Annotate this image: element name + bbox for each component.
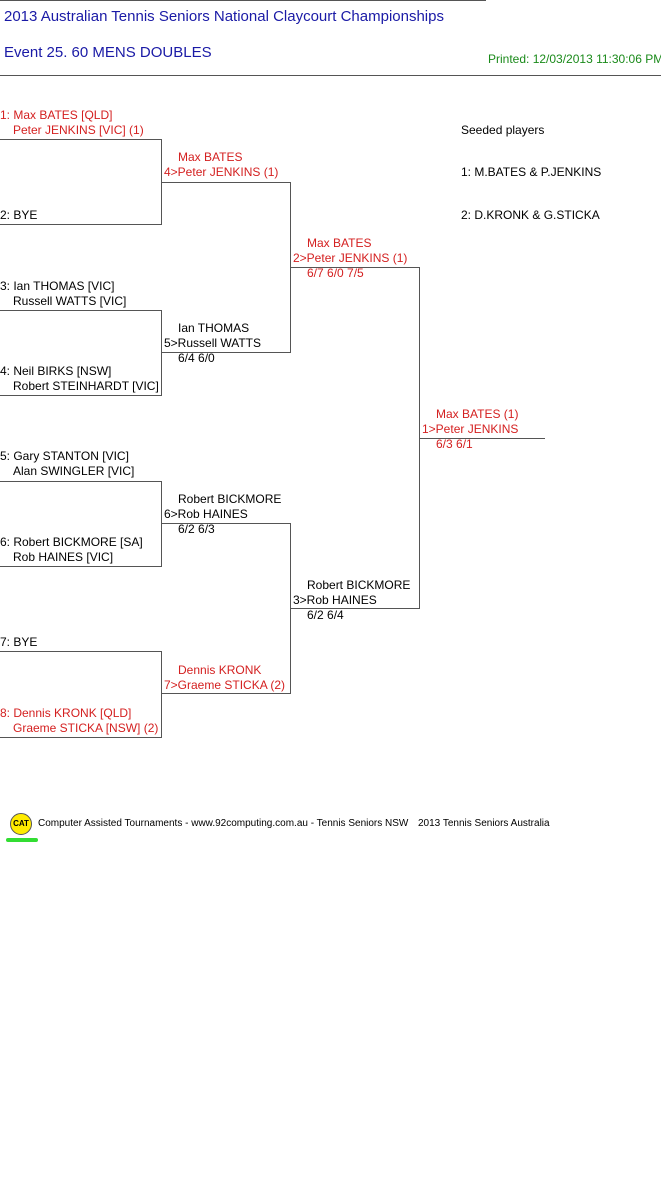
header-rule [0, 75, 661, 76]
r2-line-4 [161, 693, 290, 694]
page-title: 2013 Australian Tennis Seniors National … [4, 8, 444, 25]
r2-line-3 [161, 523, 290, 524]
r3-match-1-line1: Max BATES [307, 236, 372, 250]
r3-match-1-score: 6/7 6/0 7/5 [307, 266, 364, 280]
r2-match-2-line2: 5>Russell WATTS [164, 336, 262, 350]
r1-connector-3 [161, 481, 162, 567]
r2-match-3-line1: Robert BICKMORE [178, 492, 282, 506]
r2-match-4-line2: 7>Graeme STICKA (2) [164, 678, 286, 692]
r1-connector-4 [161, 651, 162, 738]
r2-match-2-score: 6/4 6/0 [178, 351, 215, 365]
r2-line-1 [161, 182, 290, 183]
entry-3-line1: 3: Ian THOMAS [VIC] [0, 279, 115, 293]
entry-4-line [0, 395, 161, 396]
r3-line-2 [290, 608, 419, 609]
entry-4-line2: Robert STEINHARDT [VIC] [13, 379, 159, 393]
entry-6-line1: 6: Robert BICKMORE [SA] [0, 535, 143, 549]
r3-match-2-line2: 3>Rob HAINES [293, 593, 377, 607]
entry-8-line2: Graeme STICKA [NSW] (2) [13, 721, 159, 735]
entry-8-line1: 8: Dennis KRONK [QLD] [0, 706, 132, 720]
printed-timestamp: Printed: 12/03/2013 11:30:06 PM [488, 52, 661, 66]
r3-match-1-line2: 2>Peter JENKINS (1) [293, 251, 408, 265]
logo-underline [6, 838, 38, 842]
seeded-heading: Seeded players [461, 123, 545, 137]
entry-1-line [0, 139, 161, 140]
r2-match-4-line1: Dennis KRONK [178, 663, 262, 677]
entry-6-line2: Rob HAINES [VIC] [13, 550, 114, 564]
event-title: Event 25. 60 MENS DOUBLES [4, 44, 212, 61]
entry-4-line1: 4: Neil BIRKS [NSW] [0, 364, 112, 378]
footer-text: Computer Assisted Tournaments - www.92co… [38, 818, 409, 829]
footer-copyright: 2013 Tennis Seniors Australia [418, 818, 550, 829]
r2-line-2 [161, 352, 290, 353]
entry-8-line [0, 737, 161, 738]
final-line2: 1>Peter JENKINS [422, 422, 519, 436]
entry-1-line2: Peter JENKINS [VIC] (1) [13, 123, 144, 137]
r3-match-2-score: 6/2 6/4 [307, 608, 344, 622]
top-rule [0, 0, 486, 1]
seeded-item-1: 1: M.BATES & P.JENKINS [461, 165, 602, 179]
entry-3-line2: Russell WATTS [VIC] [13, 294, 127, 308]
r3-match-2-line1: Robert BICKMORE [307, 578, 411, 592]
entry-6-line [0, 566, 161, 567]
final-score: 6/3 6/1 [436, 437, 473, 451]
entry-5-line1: 5: Gary STANTON [VIC] [0, 449, 129, 463]
cat-logo-icon: CAT [10, 813, 32, 835]
entry-5-line [0, 481, 161, 482]
entry-3-line [0, 310, 161, 311]
r2-match-3-line2: 6>Rob HAINES [164, 507, 248, 521]
r2-match-1-line2: 4>Peter JENKINS (1) [164, 165, 279, 179]
final-line1: Max BATES (1) [436, 407, 519, 421]
final-line [419, 438, 545, 439]
r2-match-2-line1: Ian THOMAS [178, 321, 250, 335]
entry-2-line [0, 224, 161, 225]
r1-connector-2 [161, 310, 162, 396]
entry-1-line1: 1: Max BATES [QLD] [0, 108, 113, 122]
entry-7-line [0, 651, 161, 652]
entry-2-line1: 2: BYE [0, 208, 38, 222]
r2-match-3-score: 6/2 6/3 [178, 522, 215, 536]
entry-7-line1: 7: BYE [0, 635, 38, 649]
seeded-item-2: 2: D.KRONK & G.STICKA [461, 208, 600, 222]
entry-5-line2: Alan SWINGLER [VIC] [13, 464, 135, 478]
r3-line-1 [290, 267, 419, 268]
r2-match-1-line1: Max BATES [178, 150, 243, 164]
